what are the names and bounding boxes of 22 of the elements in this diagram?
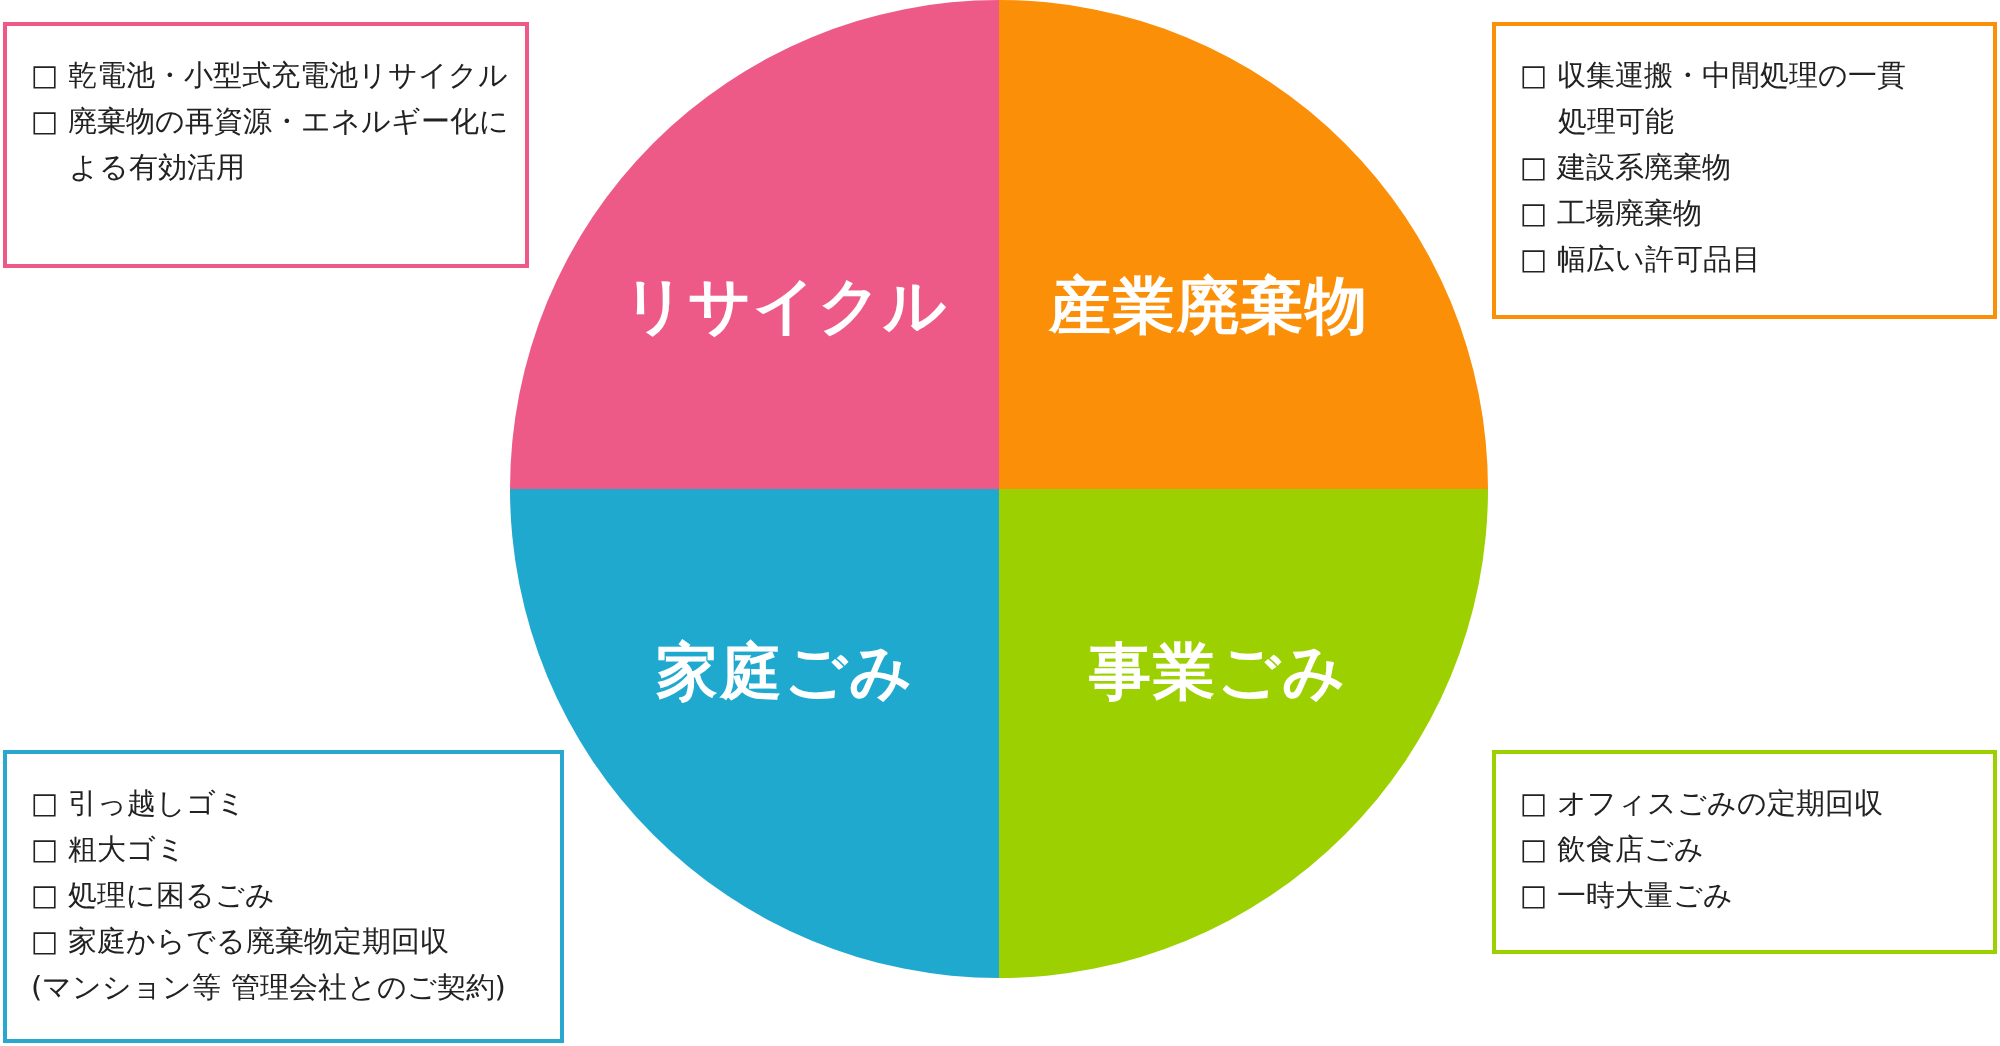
list-item: □ 乾電池・小型式充電池リサイクル [31, 57, 509, 94]
list-item: □ 飲食店ごみ [1520, 831, 1705, 868]
list-item: □ 幅広い許可品目 [1520, 241, 1762, 278]
list-item: □ 収集運搬・中間処理の一貫処理可能 [1520, 57, 1907, 140]
list-item: □ 家庭からでる廃棄物定期回収 [31, 923, 450, 960]
list-item: □ 引っ越しゴミ [31, 785, 247, 822]
list-item: □ 工場廃棄物 [1520, 195, 1703, 232]
list-item: □ 処理に困るごみ [31, 877, 276, 914]
segment-label: 産業廃棄物 [1049, 268, 1369, 344]
info-box [1492, 22, 1997, 319]
segment-label: 家庭ごみ [656, 634, 914, 710]
list-item: □ オフィスごみの定期回収 [1520, 785, 1884, 822]
list-item: □ 粗大ゴミ [31, 831, 187, 868]
segment-label: リサイクル [622, 268, 948, 344]
list-item: □ 一時大量ごみ [1520, 877, 1734, 914]
list-item: (マンション等 管理会社とのご契約) [31, 969, 507, 1006]
segment-label: 事業ごみ [1089, 634, 1347, 710]
list-item: □ 廃棄物の再資源・エネルギー化による有効活用 [31, 103, 509, 186]
list-item: □ 建設系廃棄物 [1520, 149, 1732, 186]
info-box [3, 750, 564, 1043]
info-box [1492, 750, 1997, 954]
info-box [3, 22, 529, 268]
